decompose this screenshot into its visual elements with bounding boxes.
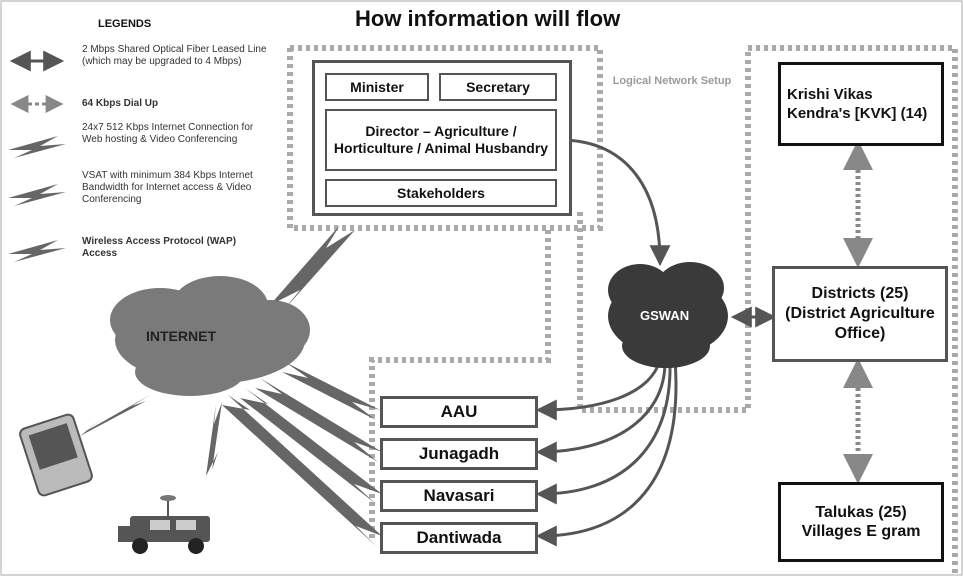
government-group: Minister Secretary Director – Agricultur… xyxy=(312,60,572,216)
lightning-bolt-icon xyxy=(8,136,66,158)
minister-box: Minister xyxy=(325,73,429,101)
lightning-bolt-icon xyxy=(222,395,382,546)
lightning-bolt-icon xyxy=(270,225,355,312)
lightning-bolt-icon xyxy=(8,240,66,262)
internet-label: INTERNET xyxy=(146,328,216,344)
pda-device-icon xyxy=(19,413,93,497)
legend-item-wap: Wireless Access Protocol (WAP) Access xyxy=(82,236,237,259)
lightning-bolt-icon xyxy=(8,184,66,206)
lightning-bolt-icon xyxy=(80,395,150,436)
districts-box: Districts (25) (District Agriculture Off… xyxy=(772,266,948,362)
legend-icons xyxy=(8,50,66,262)
legend-item-internet: 24x7 512 Kbps Internet Connection for We… xyxy=(82,122,254,145)
page-title: How information will flow xyxy=(355,6,621,31)
talukas-box: Talukas (25) Villages E gram xyxy=(778,482,944,562)
legend-item-fiber: 2 Mbps Shared Optical Fiber Leased Line … xyxy=(82,44,267,67)
university-aau: AAU xyxy=(380,396,538,428)
university-navasari: Navasari xyxy=(380,480,538,512)
legends-heading: LEGENDS xyxy=(98,18,152,30)
gswan-cloud xyxy=(608,262,728,368)
legend-item-vsat: VSAT with minimum 384 Kbps Internet Band… xyxy=(82,170,253,205)
lightning-bolt-icon xyxy=(240,388,382,504)
stakeholders-box: Stakeholders xyxy=(325,179,557,207)
kvk-box: Krishi Vikas Kendra's [KVK] (14) xyxy=(778,62,944,146)
secretary-box: Secretary xyxy=(439,73,557,101)
lightning-bolt-icon xyxy=(282,362,380,420)
lightning-bolt-icon xyxy=(206,402,222,476)
lightning-bolt-icon xyxy=(255,378,382,462)
legend-item-dialup: 64 Kbps Dial Up xyxy=(82,98,159,109)
gswan-label: GSWAN xyxy=(640,308,690,323)
vsat-vehicle-icon xyxy=(118,495,210,554)
fiber-links xyxy=(535,138,777,547)
wireless-links xyxy=(80,225,382,546)
director-box: Director – Agriculture / Horticulture / … xyxy=(325,109,557,171)
logical-network-boundary xyxy=(287,45,958,575)
internet-cloud xyxy=(110,276,310,396)
university-junagadh: Junagadh xyxy=(380,438,538,470)
university-dantiwada: Dantiwada xyxy=(380,522,538,554)
logical-network-label: Logical Network Setup xyxy=(612,75,732,87)
